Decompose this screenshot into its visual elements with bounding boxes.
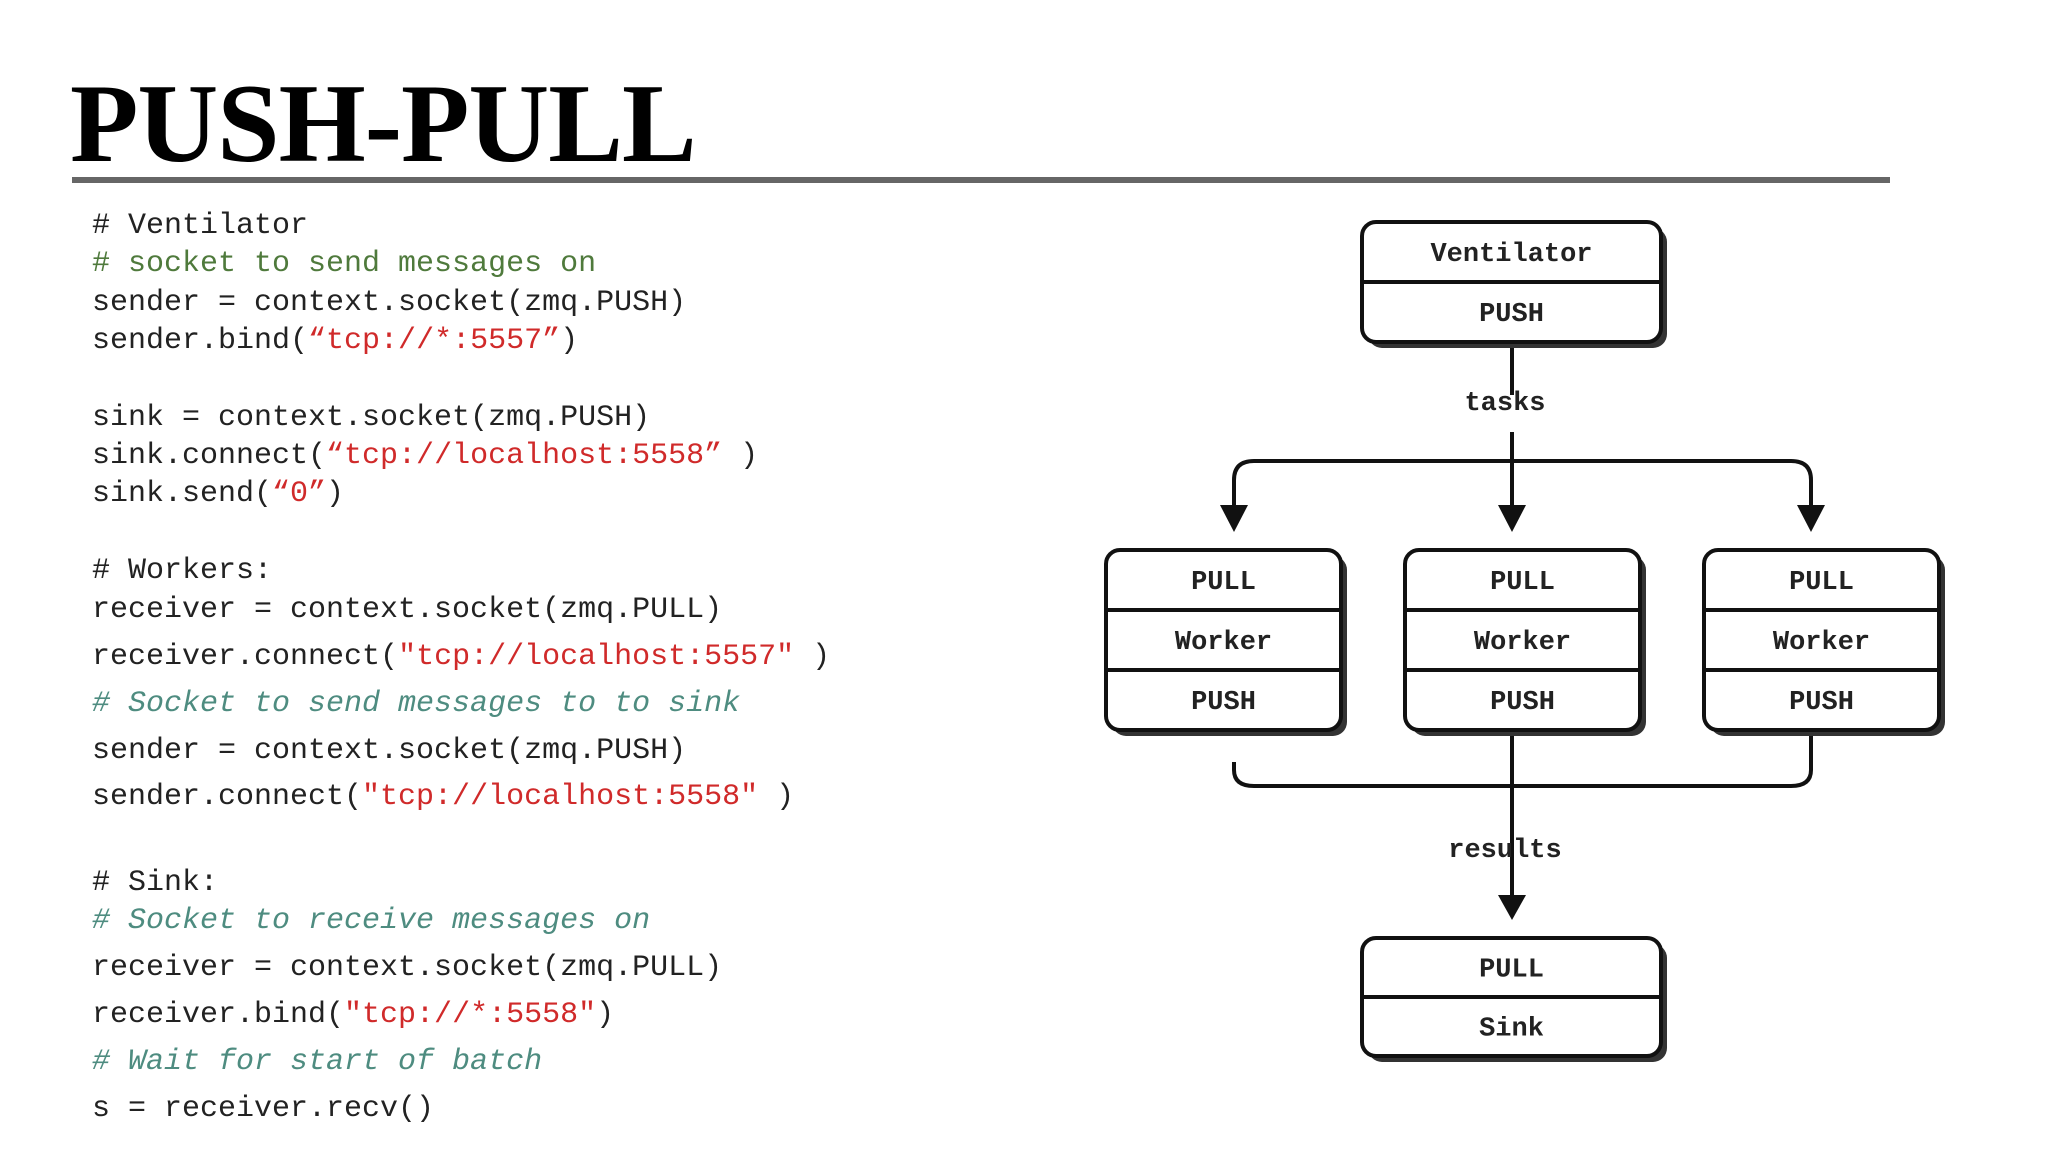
box-label: Sink	[1479, 1015, 1544, 1045]
code-text: )	[758, 780, 795, 814]
results-label: results	[1448, 836, 1561, 866]
code-text: sink = context.socket(zmq.PUSH)	[92, 401, 651, 435]
slide-title: PUSH-PULL	[70, 62, 697, 186]
box-label: Worker	[1175, 628, 1272, 658]
code-line: # Workers:	[92, 553, 272, 589]
code-line: sender = context.socket(zmq.PUSH)	[92, 285, 686, 321]
code-text: sender.connect(	[92, 780, 363, 814]
code-text: sender = context.socket(zmq.PUSH)	[92, 286, 687, 320]
code-line: # Ventilator	[92, 208, 308, 244]
arrow-head-icon	[1220, 505, 1248, 532]
code-text: sender.bind(	[92, 324, 309, 358]
arrow-head-icon	[1498, 505, 1526, 532]
code-line: receiver = context.socket(zmq.PULL)	[92, 950, 722, 986]
code-string: "tcp://localhost:5558"	[362, 780, 759, 814]
code-string: “tcp://*:5557”	[308, 324, 561, 358]
code-line: receiver = context.socket(zmq.PULL)	[92, 592, 722, 628]
tasks-label: tasks	[1464, 389, 1545, 419]
sink-node: PULL Sink	[1360, 936, 1667, 1062]
arrow-head-icon	[1498, 895, 1526, 920]
results-fanin-line	[1232, 732, 1813, 788]
code-line: s = receiver.recv()	[92, 1091, 434, 1127]
code-comment: # Socket to send messages to to sink	[92, 687, 741, 721]
code-line: receiver.connect("tcp://localhost:5557" …	[92, 639, 830, 675]
code-line: sender.connect("tcp://localhost:5558" )	[92, 779, 794, 815]
code-text: receiver = context.socket(zmq.PULL)	[92, 951, 723, 985]
code-comment: # socket to send messages on	[92, 247, 597, 281]
code-line: sender.bind(“tcp://*:5557”)	[92, 323, 578, 359]
code-string: “0”	[272, 477, 327, 511]
code-string: "tcp://*:5558"	[344, 998, 597, 1032]
code-comment: # Socket to receive messages on	[92, 904, 651, 938]
code-text: )	[326, 477, 345, 511]
code-line: # Wait for start of batch	[92, 1044, 542, 1080]
box-label: PUSH	[1789, 688, 1854, 718]
box-label: PUSH	[1479, 300, 1544, 330]
code-text: sink.connect(	[92, 439, 327, 473]
code-text: receiver = context.socket(zmq.PULL)	[92, 593, 723, 627]
box-label: PUSH	[1490, 688, 1555, 718]
box-label: PULL	[1479, 956, 1544, 986]
code-text: sink.send(	[92, 477, 273, 511]
title-divider	[72, 177, 1890, 183]
code-text: s = receiver.recv()	[92, 1092, 435, 1126]
code-line: receiver.bind("tcp://*:5558")	[92, 997, 614, 1033]
code-line: # Sink:	[92, 865, 218, 901]
code-string: "tcp://localhost:5557"	[398, 640, 795, 674]
box-label: PUSH	[1191, 688, 1256, 718]
code-line: # socket to send messages on	[92, 246, 596, 282]
code-text: )	[560, 324, 579, 358]
code-line: sender = context.socket(zmq.PUSH)	[92, 733, 686, 769]
code-comment: # Wait for start of batch	[92, 1045, 543, 1079]
code-string: “tcp://localhost:5558”	[326, 439, 723, 473]
box-label: Worker	[1474, 628, 1571, 658]
box-label: PULL	[1490, 568, 1555, 598]
code-text: )	[596, 998, 615, 1032]
code-text: # Ventilator	[92, 209, 309, 243]
code-text: )	[722, 439, 759, 473]
tasks-fanout-line	[1232, 459, 1813, 505]
code-text: receiver.bind(	[92, 998, 345, 1032]
code-text: # Sink:	[92, 866, 219, 900]
box-label: Worker	[1773, 628, 1870, 658]
code-line: sink.connect(“tcp://localhost:5558” )	[92, 438, 758, 474]
code-text: receiver.connect(	[92, 640, 399, 674]
code-line: sink.send(“0”)	[92, 476, 344, 512]
arrow-head-icon	[1797, 505, 1825, 532]
code-line: # Socket to send messages to to sink	[92, 686, 740, 722]
code-text: # Workers:	[92, 554, 273, 588]
code-text: )	[794, 640, 831, 674]
box-label: PULL	[1789, 568, 1854, 598]
code-line: sink = context.socket(zmq.PUSH)	[92, 400, 650, 436]
box-label: Ventilator	[1430, 240, 1592, 270]
code-line: # Socket to receive messages on	[92, 903, 650, 939]
code-text: sender = context.socket(zmq.PUSH)	[92, 734, 687, 768]
box-label: PULL	[1191, 568, 1256, 598]
